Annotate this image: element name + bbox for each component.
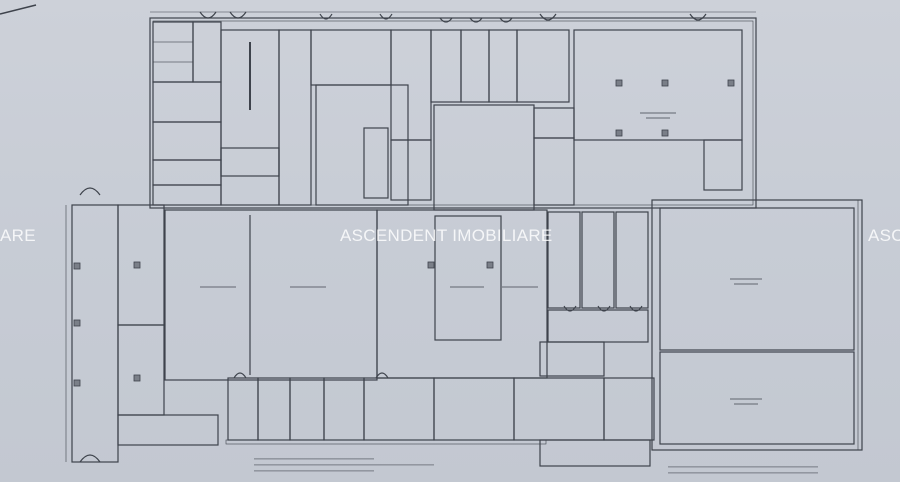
east-wing-outline: [651, 199, 863, 451]
watermark-left-fragment: ARE: [0, 226, 36, 245]
watermark-right-fragment: ASC: [868, 226, 900, 245]
large-hall-north: [573, 29, 743, 141]
watermark-center: ASCENDENT IMOBILIARE: [340, 226, 553, 245]
north-wing-outline: [149, 17, 757, 209]
west-corridor: [71, 204, 119, 463]
